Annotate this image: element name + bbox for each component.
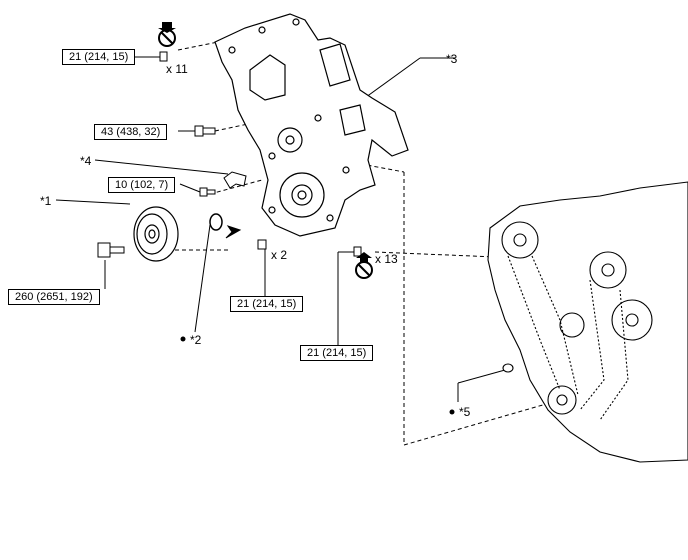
engine-block bbox=[487, 181, 688, 463]
stud-bottom bbox=[353, 246, 362, 257]
torque-spec-mid: 21 (214, 15) bbox=[230, 296, 304, 312]
torque-spec-bolt-43: 43 (438, 32) bbox=[94, 124, 168, 140]
callout-5: *5 bbox=[459, 405, 471, 419]
no-reuse-icon bbox=[355, 252, 373, 279]
callout-1: *1 bbox=[40, 194, 52, 208]
no-reuse-icon bbox=[158, 22, 176, 47]
nut-mid bbox=[257, 239, 267, 250]
callout-3: *3 bbox=[446, 52, 458, 66]
crankshaft-pulley bbox=[133, 206, 179, 262]
grease-dot-icon bbox=[449, 409, 455, 415]
torque-spec-bottom: 21 (214, 15) bbox=[300, 345, 374, 361]
torque-spec-pulley: 260 (2651, 192) bbox=[8, 289, 100, 305]
pulley-bolt bbox=[97, 242, 125, 258]
oil-seal bbox=[209, 213, 223, 231]
torque-spec-top: 21 (214, 15) bbox=[62, 49, 136, 65]
quantity-x11: x 11 bbox=[166, 62, 188, 76]
quantity-x2: x 2 bbox=[271, 248, 288, 262]
bracket-4 bbox=[223, 171, 247, 189]
install-arrow-icon bbox=[225, 225, 242, 239]
stud-top bbox=[159, 51, 168, 62]
torque-spec-bolt-10: 10 (102, 7) bbox=[108, 177, 176, 193]
timing-chain-cover bbox=[214, 13, 409, 237]
bolt-10 bbox=[199, 187, 208, 197]
quantity-x13: x 13 bbox=[375, 252, 398, 266]
callout-4: *4 bbox=[80, 154, 92, 168]
bolt-43 bbox=[194, 125, 204, 137]
callout-2: *2 bbox=[190, 333, 202, 347]
grease-dot-icon bbox=[180, 336, 186, 342]
